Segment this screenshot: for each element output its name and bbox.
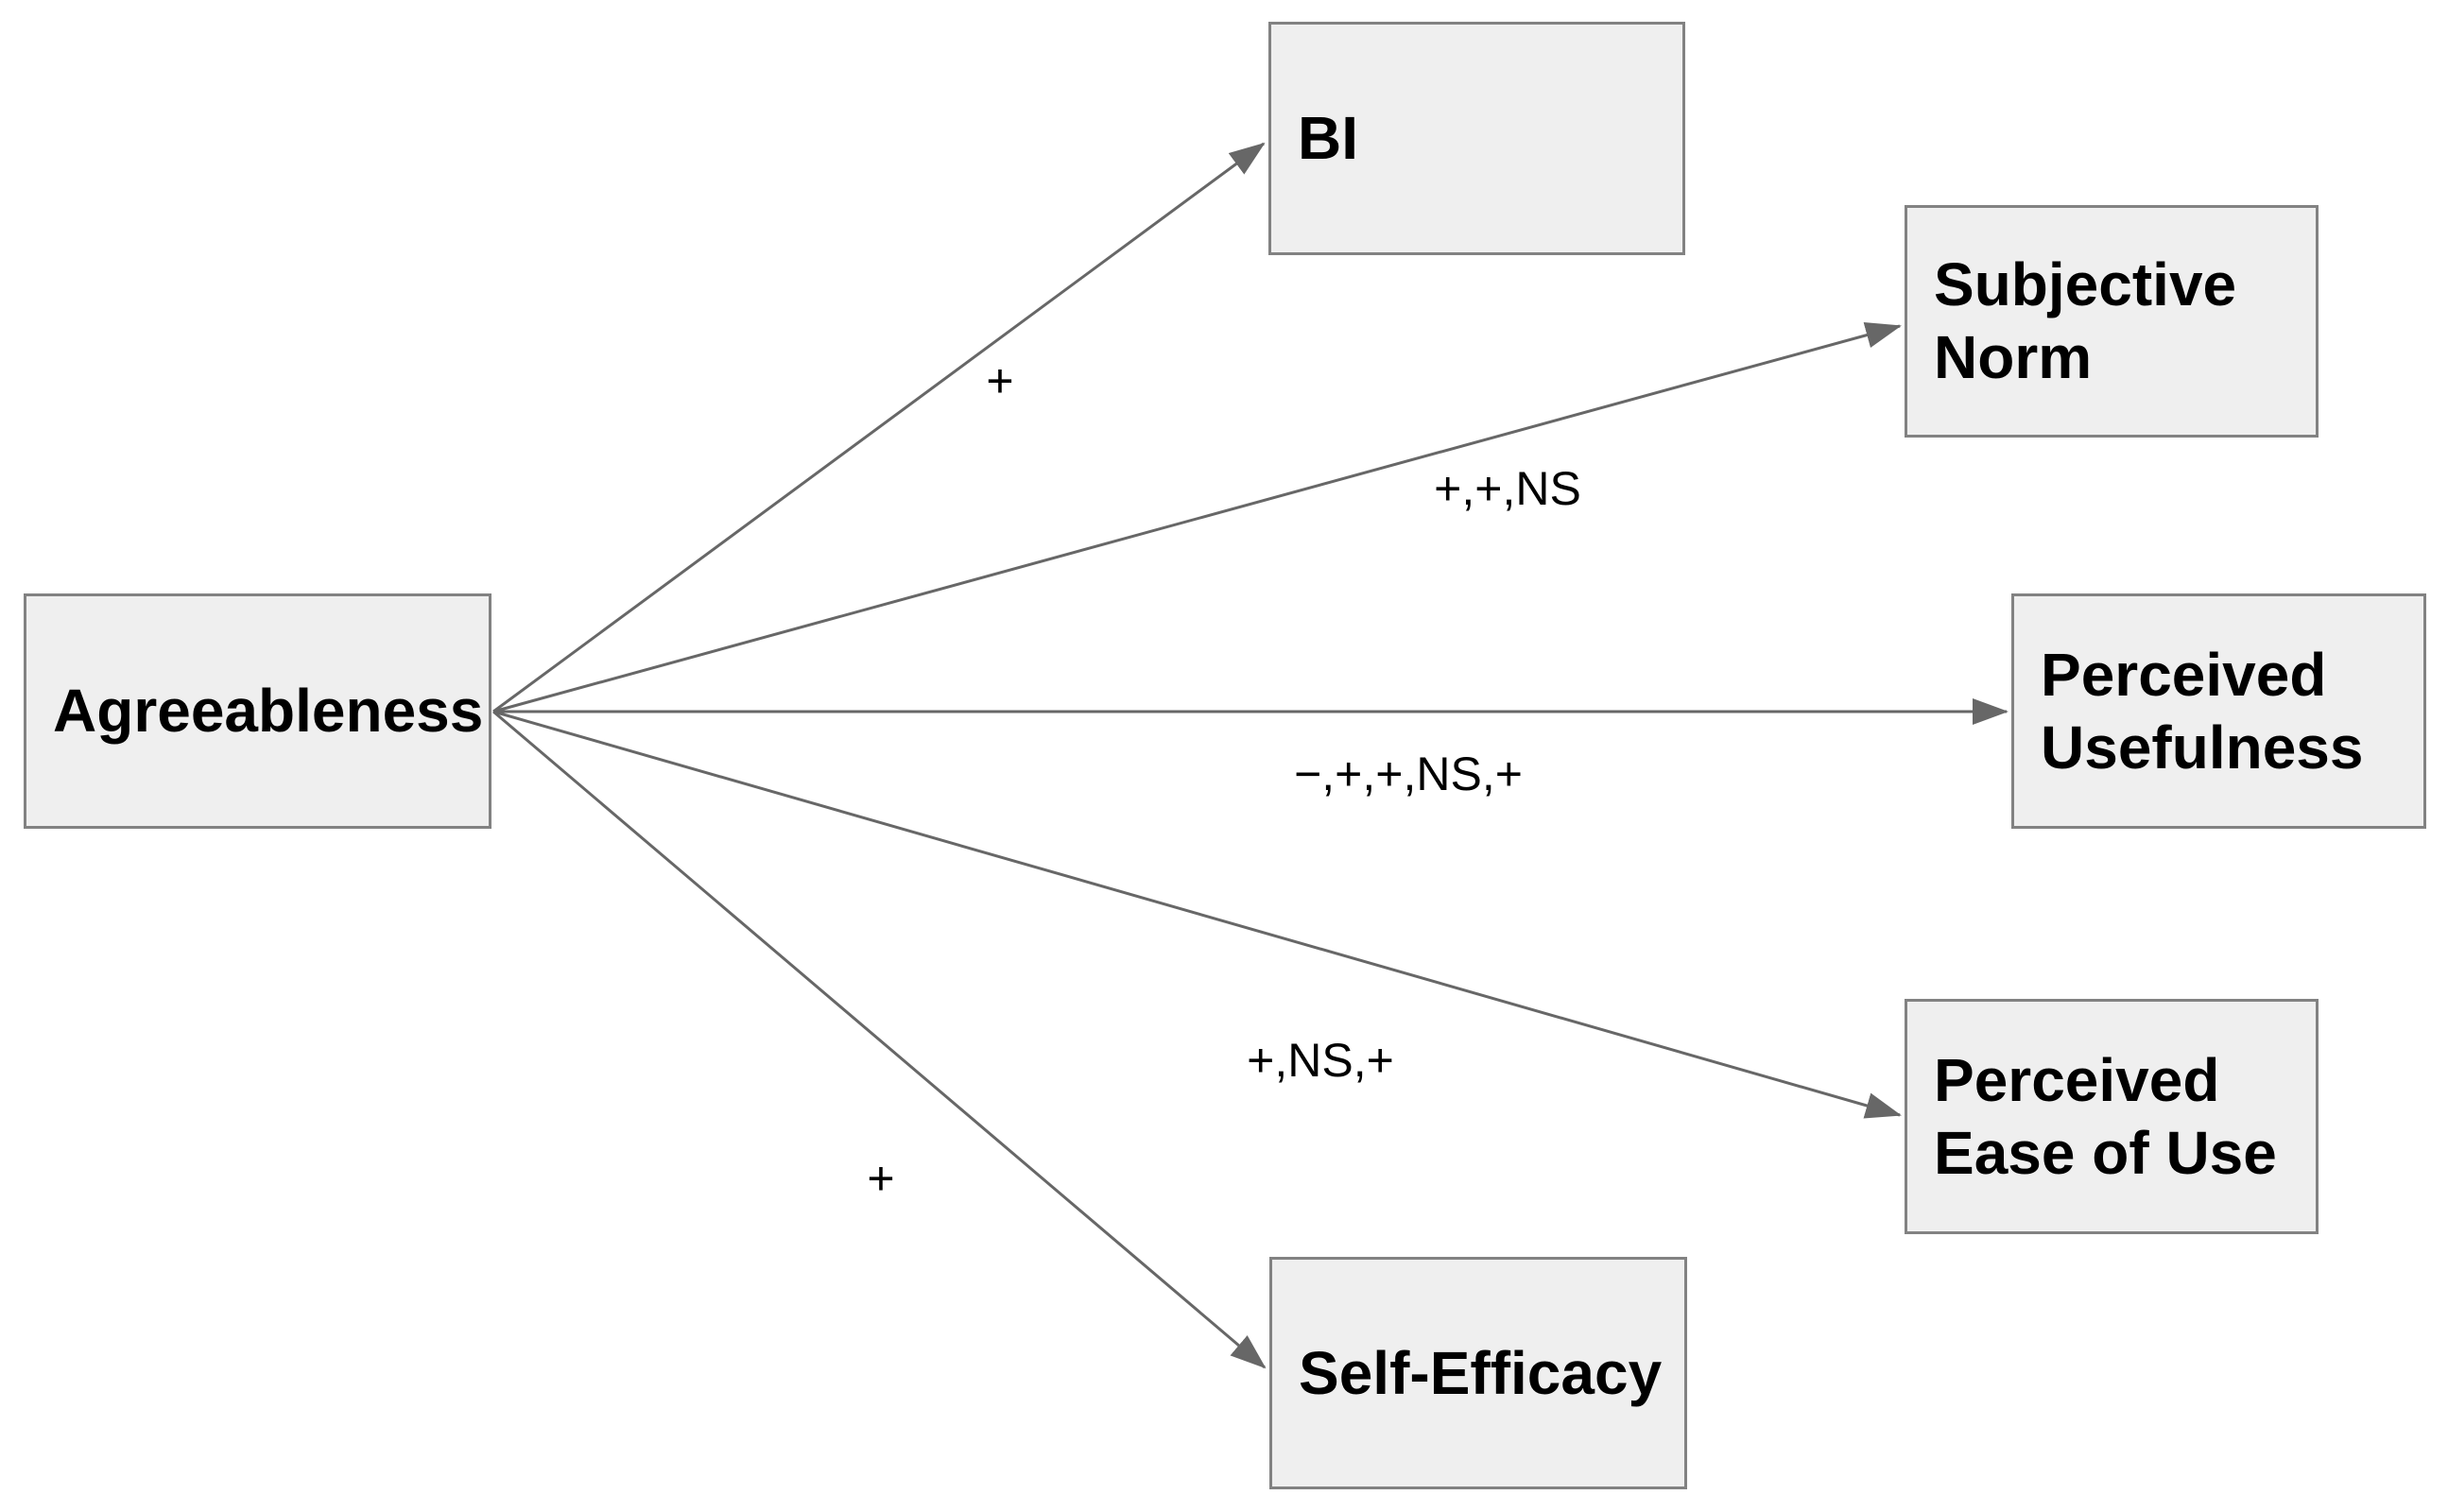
edge-agreeableness-to-bi: [492, 142, 1266, 713]
node-bi: BI: [1268, 22, 1685, 255]
edge-label-agreeableness-to-subjective-norm: +,+,NS: [1434, 462, 1581, 515]
node-label-subjective-norm: Subjective Norm: [1934, 250, 2237, 391]
edge-agreeableness-to-perceived-ease-of-use: [492, 710, 1902, 1119]
node-perceived-ease-of-use: Perceived Ease of Use: [1905, 999, 2319, 1234]
node-subjective-norm: Subjective Norm: [1905, 205, 2319, 438]
node-label-self-efficacy: Self-Efficacy: [1299, 1338, 1663, 1407]
edge-agreeableness-to-subjective-norm: [492, 322, 1902, 713]
edge-agreeableness-to-self-efficacy: [492, 710, 1267, 1369]
node-self-efficacy: Self-Efficacy: [1269, 1257, 1687, 1489]
edge-label-agreeableness-to-perceived-usefulness: −,+,+,NS,+: [1294, 747, 1523, 800]
node-label-perceived-ease-of-use: Perceived Ease of Use: [1934, 1045, 2277, 1187]
edge-label-agreeableness-to-self-efficacy: +: [867, 1152, 895, 1205]
node-perceived-usefulness: Perceived Usefulness: [2011, 593, 2426, 829]
edge-label-agreeableness-to-bi: +: [986, 354, 1014, 407]
edge-label-agreeableness-to-perceived-ease-of-use: +,NS,+: [1247, 1034, 1394, 1087]
node-label-perceived-usefulness: Perceived Usefulness: [2041, 640, 2364, 782]
node-agreeableness: Agreeableness: [24, 593, 491, 829]
node-label-agreeableness: Agreeableness: [53, 677, 484, 746]
node-label-bi: BI: [1298, 104, 1358, 173]
